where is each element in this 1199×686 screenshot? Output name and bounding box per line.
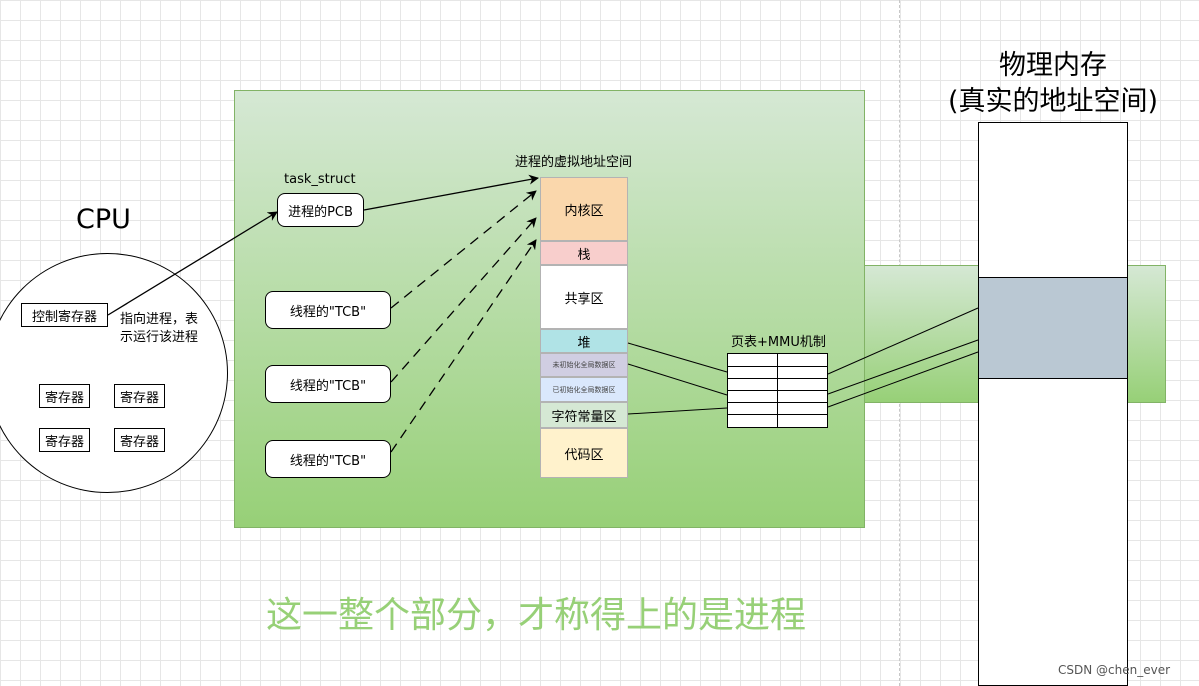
register-box: 寄存器 xyxy=(114,428,165,452)
page-table-label: 页表+MMU机制 xyxy=(731,335,826,350)
cpu-title: CPU xyxy=(76,204,131,235)
register-box: 寄存器 xyxy=(39,384,90,408)
segment-code: 代码区 xyxy=(540,428,628,478)
segment-rodata: 字符常量区 xyxy=(540,402,628,428)
watermark: CSDN @chen_ever xyxy=(1058,663,1171,677)
segment-stack: 栈 xyxy=(540,241,628,265)
page-table-row-line xyxy=(728,402,827,403)
page-table-row-line xyxy=(728,366,827,367)
physical-memory-mapped-block xyxy=(978,277,1128,379)
control-register: 控制寄存器 xyxy=(21,303,108,327)
page-table xyxy=(727,353,828,428)
virtual-address-space: 内核区 栈 共享区 堆 未初始化全局数据区 已初始化全局数据区 字符常量区 代码… xyxy=(540,177,628,478)
register-box: 寄存器 xyxy=(114,384,165,408)
tcb-box: 线程的"TCB" xyxy=(265,440,391,478)
segment-kernel: 内核区 xyxy=(540,177,628,241)
address-space-title: 进程的虚拟地址空间 xyxy=(515,155,633,170)
segment-shared: 共享区 xyxy=(540,265,628,329)
segment-data: 已初始化全局数据区 xyxy=(540,377,628,402)
cpu-circle xyxy=(0,253,228,493)
segment-bss: 未初始化全局数据区 xyxy=(540,353,628,377)
pointer-note: 指向进程，表 示运行该进程 xyxy=(120,312,199,345)
register-box: 寄存器 xyxy=(39,428,90,452)
page-table-row-line xyxy=(728,414,827,415)
physical-memory-title-line2: (真实的地址空间) xyxy=(947,86,1159,117)
tcb-box: 线程的"TCB" xyxy=(265,365,391,403)
task-struct-label: task_struct xyxy=(284,172,356,187)
physical-memory-title-line1: 物理内存 xyxy=(999,50,1107,81)
physical-memory-title: 物理内存 (真实的地址空间) xyxy=(920,48,1186,120)
caption: 这一整个部分，才称得上的是进程 xyxy=(266,595,807,636)
physical-memory-column xyxy=(978,122,1128,686)
pcb-box: 进程的PCB xyxy=(277,193,364,227)
page-table-row-line xyxy=(728,378,827,379)
tcb-box: 线程的"TCB" xyxy=(265,291,391,329)
page-table-row-line xyxy=(728,390,827,391)
segment-heap: 堆 xyxy=(540,329,628,353)
